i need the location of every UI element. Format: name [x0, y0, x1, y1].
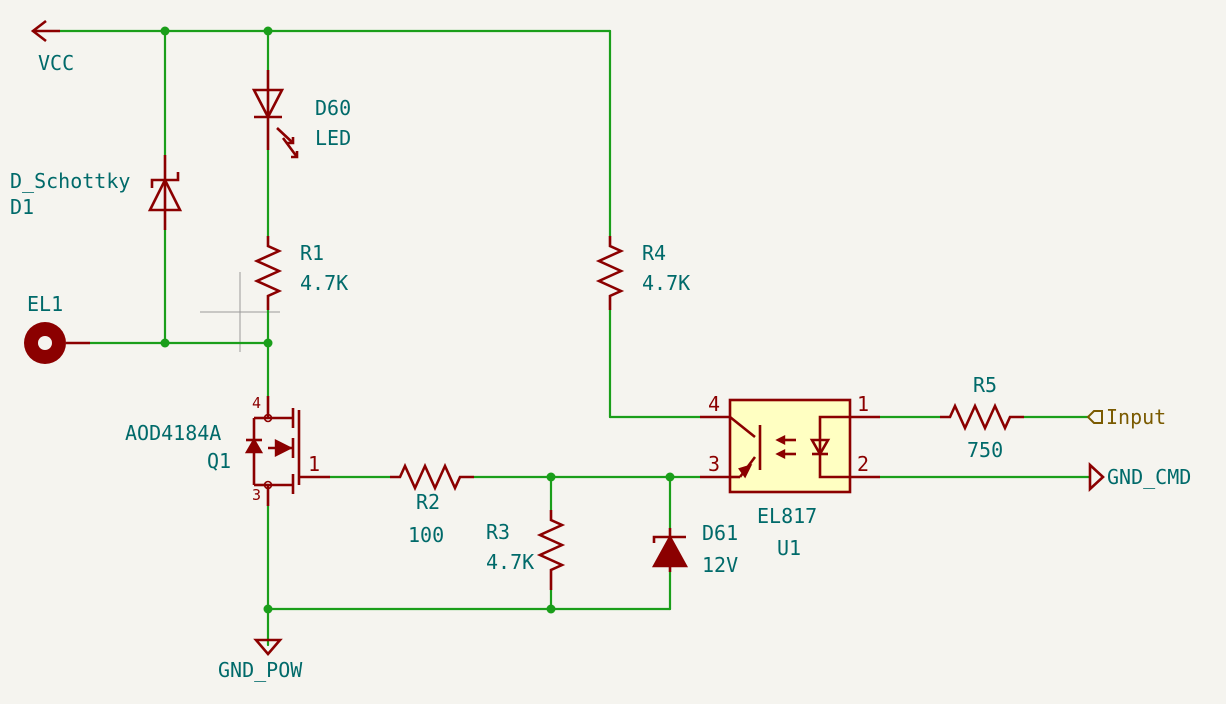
q1-ref: Q1 [207, 449, 231, 473]
r3-ref: R3 [486, 520, 510, 544]
el1-connector-pad[interactable] [24, 322, 90, 364]
d1-value: D_Schottky [10, 169, 130, 193]
u1-optocoupler[interactable] [700, 398, 880, 494]
q1-pin-gate: 1 [308, 452, 320, 476]
r4-resistor[interactable] [595, 236, 625, 310]
input-label: Input [1106, 405, 1166, 429]
q1-pin-source: 3 [252, 486, 261, 504]
r5-resistor[interactable] [940, 402, 1024, 432]
r2-value: 100 [408, 523, 444, 547]
r5-value: 750 [967, 438, 1003, 462]
r4-ref: R4 [642, 241, 666, 265]
d61-value: 12V [702, 553, 738, 577]
gnd-pow-symbol[interactable] [253, 638, 283, 656]
d61-ref: D61 [702, 521, 738, 545]
r1-resistor[interactable] [253, 236, 283, 310]
u1-pin-3: 3 [708, 452, 720, 476]
d1-schottky-diode[interactable] [147, 155, 183, 230]
r1-value: 4.7K [300, 271, 348, 295]
u1-ref: U1 [777, 536, 801, 560]
r1-ref: R1 [300, 241, 324, 265]
d60-value: LED [315, 126, 351, 150]
d60-ref: D60 [315, 96, 351, 120]
vcc-label: VCC [38, 51, 74, 75]
d61-zener-diode[interactable] [651, 528, 689, 572]
r4-value: 4.7K [642, 271, 690, 295]
q1-value: AOD4184A [125, 421, 221, 445]
gnd-cmd-symbol[interactable] [1088, 462, 1105, 492]
u1-pin-2: 2 [857, 452, 869, 476]
d1-ref: D1 [10, 195, 34, 219]
r2-resistor[interactable] [390, 462, 474, 492]
gnd-pow-label: GND_POW [218, 658, 303, 682]
junctions [160, 26, 675, 614]
wires [58, 29, 1092, 647]
d60-led[interactable] [251, 70, 299, 159]
vcc-power-symbol[interactable] [30, 19, 60, 43]
gnd-cmd-label: GND_CMD [1107, 465, 1191, 489]
el1-ref: EL1 [27, 292, 63, 316]
cursor-crosshair [200, 272, 280, 352]
u1-pin-1: 1 [857, 392, 869, 416]
r3-value: 4.7K [486, 550, 534, 574]
r5-ref: R5 [973, 373, 997, 397]
u1-pin-4: 4 [708, 392, 720, 416]
input-port-flag[interactable] [1086, 410, 1103, 424]
r3-resistor[interactable] [536, 510, 566, 590]
r2-ref: R2 [416, 490, 440, 514]
q1-mosfet[interactable] [244, 396, 330, 506]
u1-value: EL817 [757, 504, 817, 528]
q1-pin-drain: 4 [252, 394, 261, 412]
